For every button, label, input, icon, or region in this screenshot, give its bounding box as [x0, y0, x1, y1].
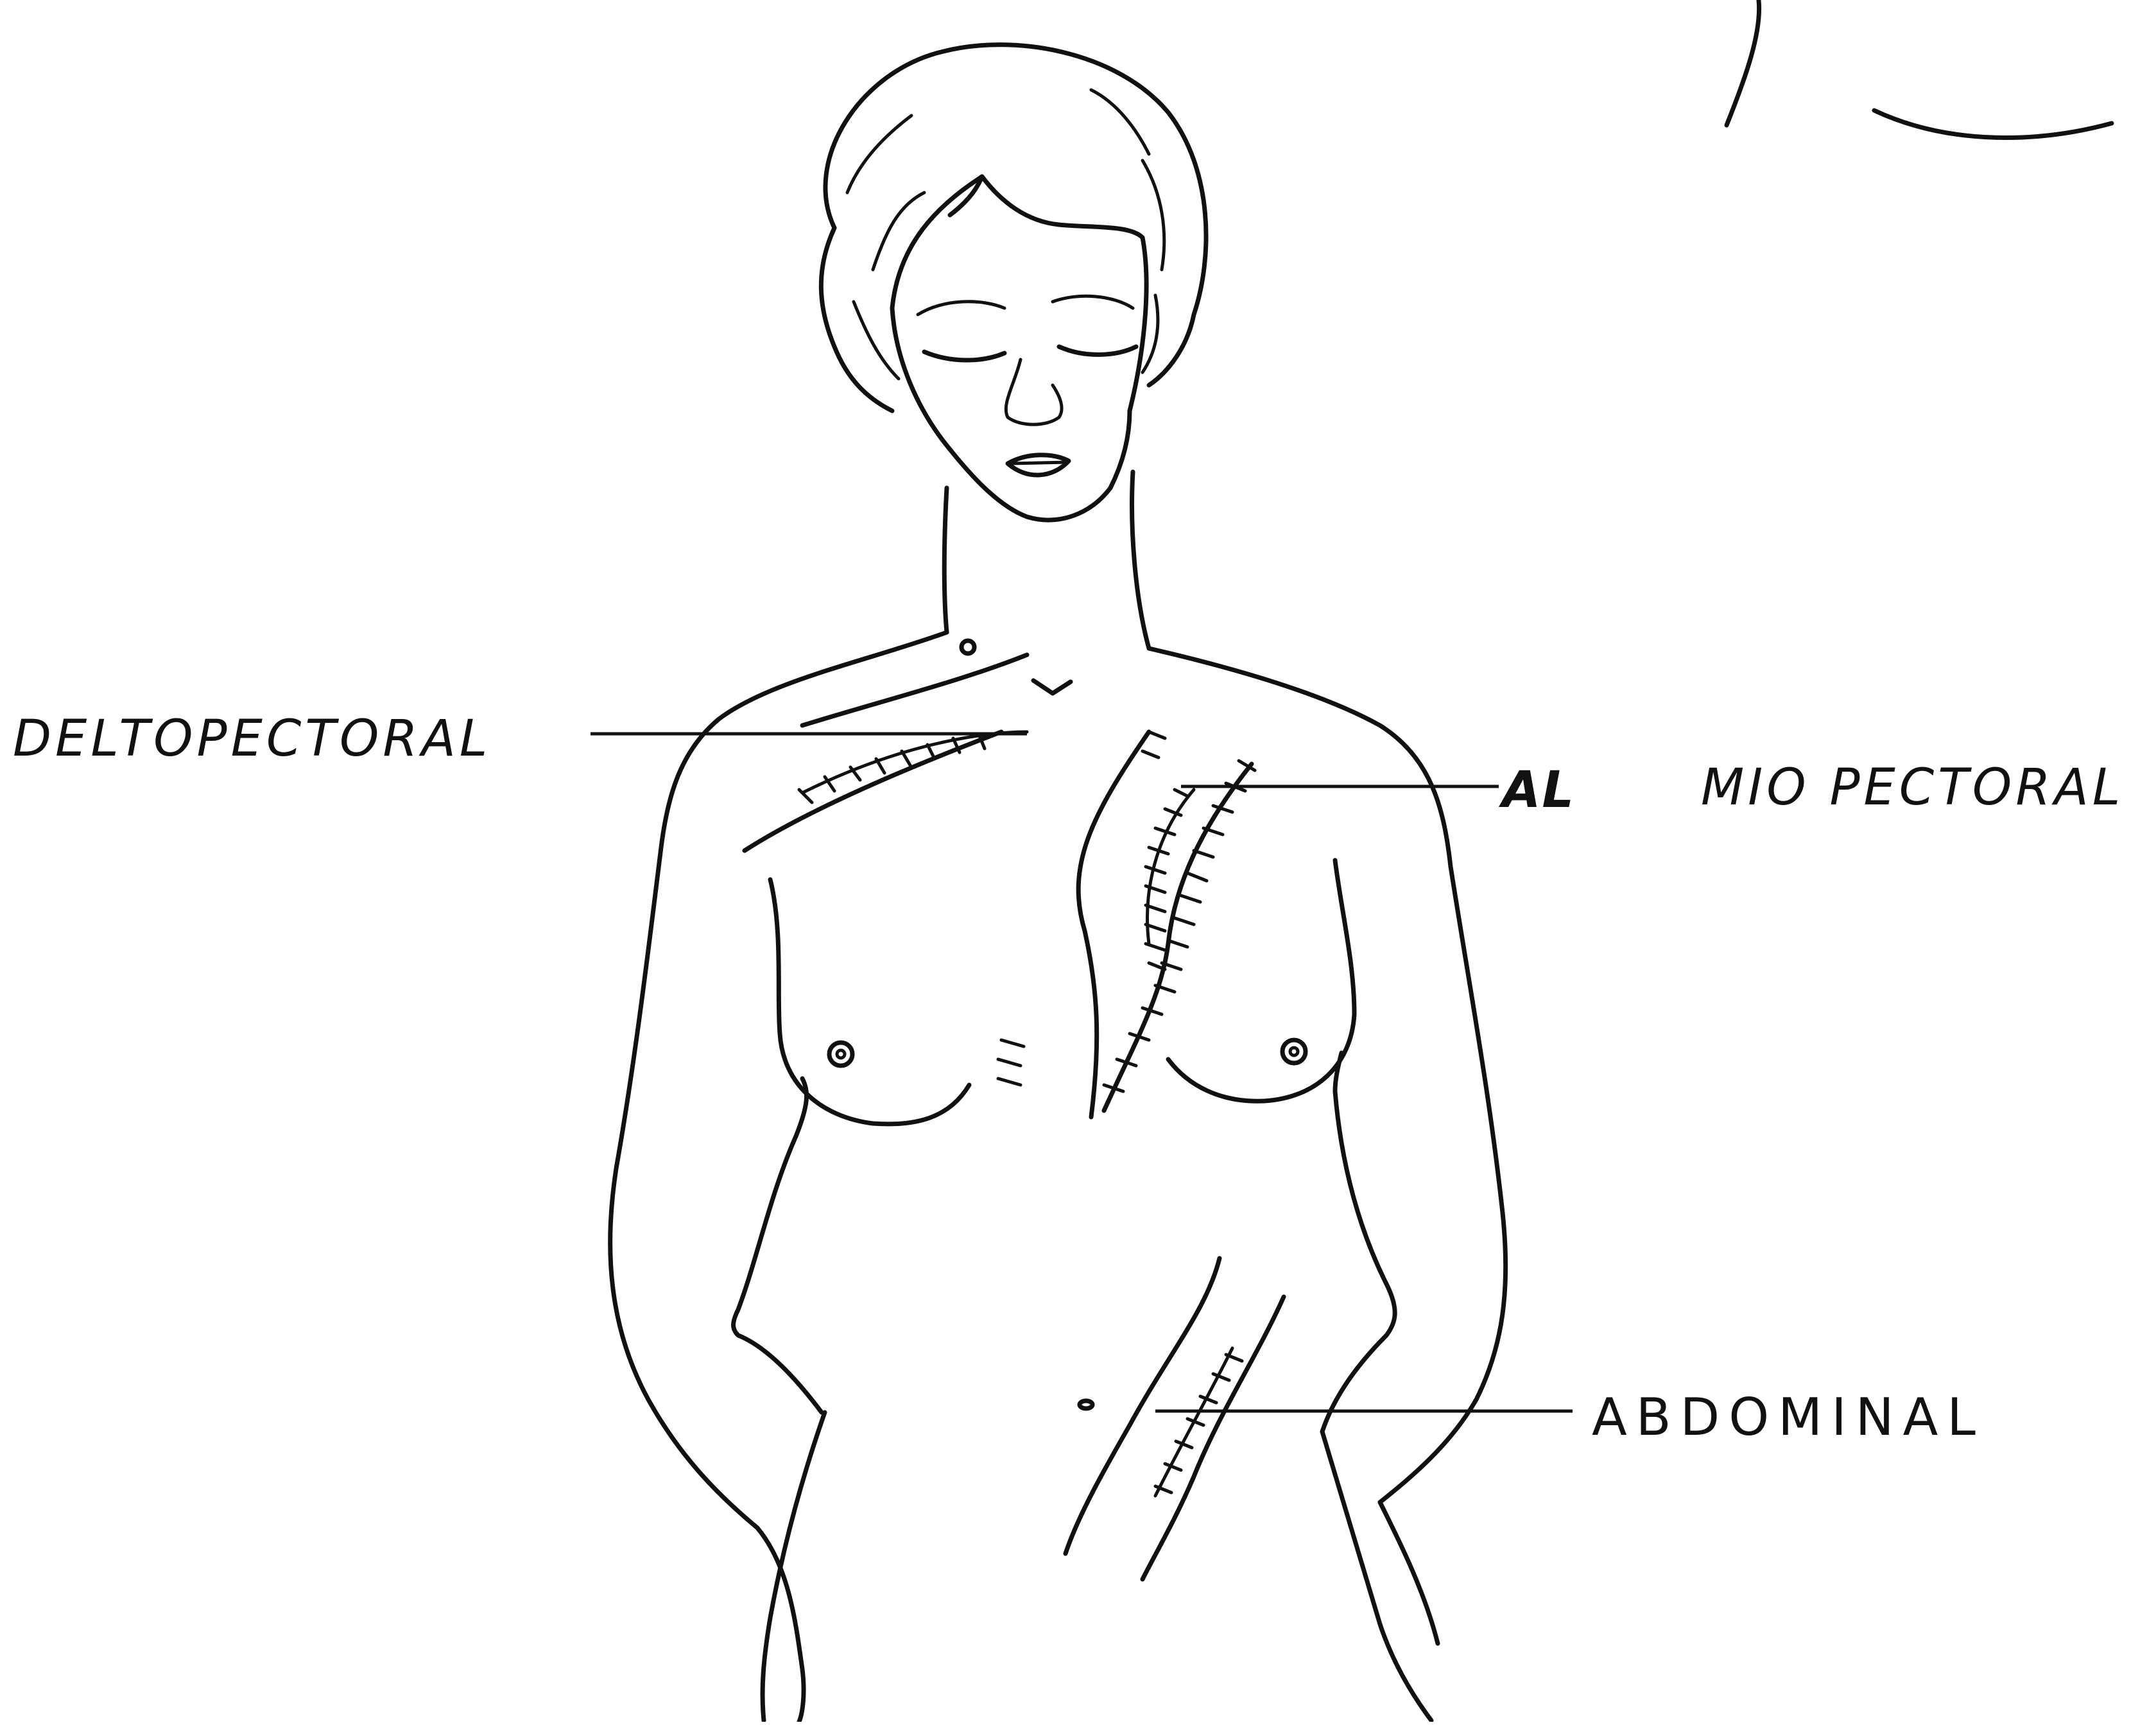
- chest: [770, 641, 1354, 1124]
- mio-pectoral-label: MIO PECTORAL: [1701, 763, 2124, 813]
- mid-pectoral-incision: [998, 732, 1255, 1117]
- deltopectoral-incision: [745, 732, 1027, 851]
- corner-sketch: [1727, 0, 2112, 137]
- neck: [944, 472, 1149, 648]
- abdominal-label: ABDOMINAL: [1592, 1392, 1985, 1443]
- al-label: AL: [1502, 765, 1575, 815]
- abdominal-incision: [1065, 1258, 1284, 1579]
- hair: [821, 45, 1206, 411]
- torso: [610, 632, 1506, 1722]
- face: [892, 177, 1146, 520]
- deltopectoral-label: DELTOPECTORAL: [13, 714, 491, 764]
